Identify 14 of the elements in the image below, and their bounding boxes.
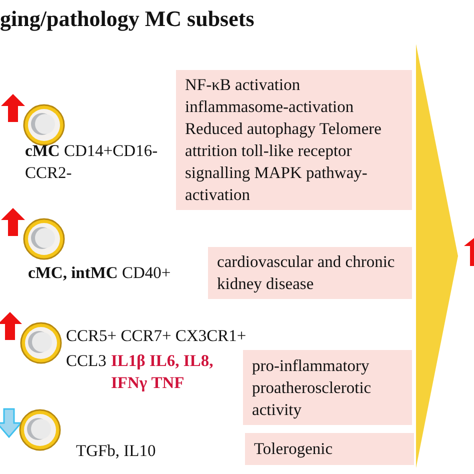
effect-box	[176, 70, 412, 210]
title: ging/pathology MC subsets	[0, 5, 254, 33]
marker-label: CCR5+ CCR7+ CX3CR1+	[66, 325, 248, 347]
effect-text: pro-inflammatory proatherosclerotic activity	[252, 354, 372, 420]
marker-label: cMC, intMC CD40+	[28, 262, 172, 284]
effect-box	[245, 433, 414, 465]
effect-text: cardiovascular and chronic kidney disease	[217, 251, 396, 295]
marker-label: cMC CD14+CD16- CCR2-	[25, 140, 159, 184]
effect-text: NF-κB activation inflammasome-activation Reduced autophagy Telomere attrition toll-like receptor signalling MAPK pathway-activation	[185, 74, 382, 206]
effect-text: Tolerogenic	[254, 438, 333, 460]
marker-label: IL1β IL6, IL8, IFNγ TNF	[111, 350, 214, 394]
effect-box	[243, 350, 412, 425]
effect-box	[208, 247, 412, 299]
marker-label: TGFb, IL10	[76, 440, 157, 462]
